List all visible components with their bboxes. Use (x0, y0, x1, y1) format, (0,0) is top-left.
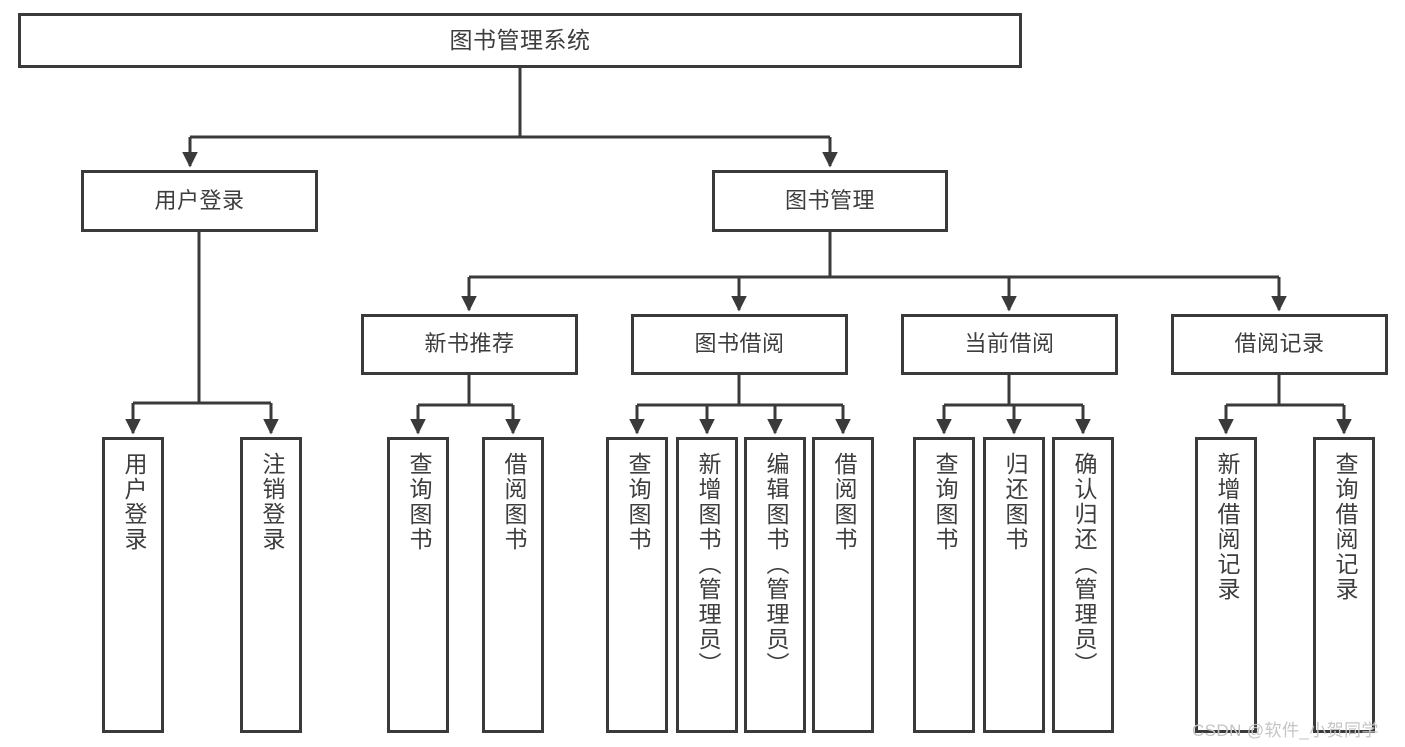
node-label: 查询图书 (931, 452, 958, 552)
node-label: 用户登录 (120, 452, 147, 552)
node-label: 借阅记录 (1234, 331, 1325, 357)
leaf-query-book[interactable]: 查询图书 (606, 437, 668, 733)
leaf-borrow-book[interactable]: 借阅图书 (812, 437, 874, 733)
node-label: 新增图书（管理员） (694, 452, 721, 677)
node-label: 注销登录 (258, 452, 285, 552)
leaf-add-book-admin[interactable]: 新增图书（管理员） (676, 437, 738, 733)
leaf-query-book-recommend[interactable]: 查询图书 (387, 437, 449, 733)
leaf-add-borrow-record[interactable]: 新增借阅记录 (1195, 437, 1257, 733)
leaf-borrow-book-recommend[interactable]: 借阅图书 (482, 437, 544, 733)
node-new-book-recommend[interactable]: 新书推荐 (361, 314, 578, 375)
leaf-query-borrow-record[interactable]: 查询借阅记录 (1313, 437, 1375, 733)
node-user-login[interactable]: 用户登录 (81, 170, 318, 232)
csdn-watermark: CSDN @软件_小贺同学 (1192, 721, 1379, 740)
node-label: 查询借阅记录 (1331, 452, 1358, 602)
leaf-logout[interactable]: 注销登录 (240, 437, 302, 733)
node-label: 新增借阅记录 (1213, 452, 1240, 602)
node-label: 确认归还（管理员） (1070, 452, 1097, 677)
leaf-edit-book-admin[interactable]: 编辑图书（管理员） (744, 437, 806, 733)
node-label: 归还图书 (1001, 452, 1028, 552)
node-label: 借阅图书 (830, 452, 857, 552)
node-label: 图书管理系统 (449, 26, 591, 53)
leaf-query-book-current[interactable]: 查询图书 (913, 437, 975, 733)
node-label: 用户登录 (154, 187, 245, 213)
node-label: 图书管理 (784, 187, 875, 213)
node-borrow-record[interactable]: 借阅记录 (1171, 314, 1388, 375)
node-book-management[interactable]: 图书管理 (712, 170, 948, 232)
node-label: 当前借阅 (964, 331, 1055, 357)
node-current-borrow[interactable]: 当前借阅 (901, 314, 1118, 375)
node-label: 编辑图书（管理员） (762, 452, 789, 677)
leaf-confirm-return-admin[interactable]: 确认归还（管理员） (1052, 437, 1114, 733)
node-label: 查询图书 (405, 452, 432, 552)
node-label: 新书推荐 (424, 331, 515, 357)
node-root-system[interactable]: 图书管理系统 (18, 13, 1022, 68)
leaf-return-book[interactable]: 归还图书 (983, 437, 1045, 733)
node-book-borrow[interactable]: 图书借阅 (631, 314, 848, 375)
node-label: 查询图书 (624, 452, 651, 552)
node-label: 借阅图书 (500, 452, 527, 552)
leaf-user-login[interactable]: 用户登录 (102, 437, 164, 733)
node-label: 图书借阅 (694, 331, 785, 357)
